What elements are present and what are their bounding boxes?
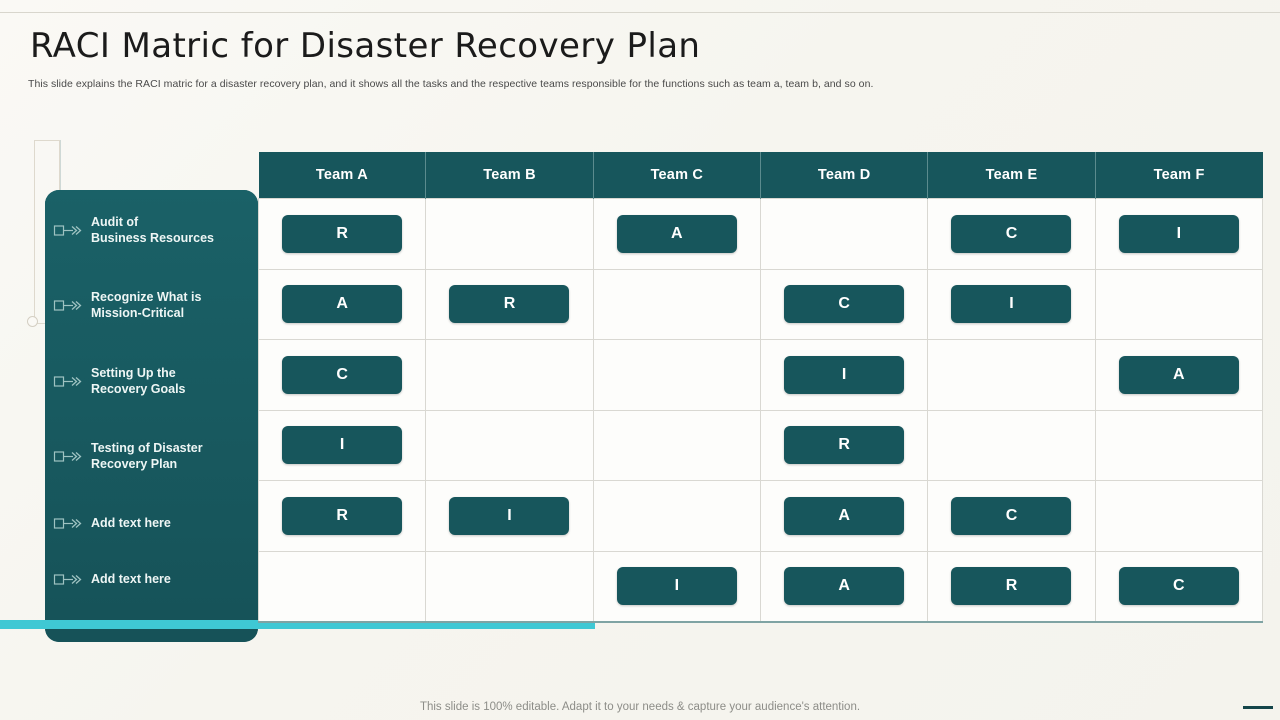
matrix-column-header-5: Team E <box>927 152 1096 199</box>
matrix-column-header-3: Team C <box>592 152 761 199</box>
matrix-cell-r4c4[interactable]: R <box>759 409 929 481</box>
sidebar-item-4[interactable]: Testing of Disaster Recovery Plan <box>53 440 258 472</box>
sidebar-item-2[interactable]: Recognize What is Mission-Critical <box>53 289 258 321</box>
cyan-accent-bar <box>0 620 595 629</box>
matrix-cell-r6c1[interactable] <box>257 550 427 623</box>
matrix-cell-r4c5[interactable] <box>927 409 1096 481</box>
matrix-cell-r6c5[interactable]: R <box>927 550 1096 623</box>
matrix-cell-r2c1[interactable]: A <box>257 268 427 340</box>
matrix-cell-r3c5[interactable] <box>927 339 1096 411</box>
raci-badge: A <box>784 496 905 535</box>
matrix-cell-r6c2[interactable] <box>425 550 594 623</box>
sidebar-item-label: Add text here <box>91 572 171 586</box>
sidebar-item-5[interactable]: Add text here <box>53 515 258 531</box>
raci-badge: R <box>784 426 905 465</box>
square-arrow-icon <box>53 373 85 389</box>
raci-badge: A <box>1118 355 1239 394</box>
raci-badge: R <box>282 214 403 253</box>
matrix-cell-r5c3[interactable] <box>592 480 761 552</box>
raci-badge: A <box>616 214 737 253</box>
sidebar-item-label: Testing of Disaster Recovery Plan <box>91 441 203 471</box>
page-title: RACI Matric for Disaster Recovery Plan <box>30 26 701 66</box>
square-arrow-icon <box>53 571 85 587</box>
matrix-column-header-1: Team A <box>258 152 427 199</box>
matrix-cell-r4c1[interactable]: I <box>257 409 427 481</box>
matrix-cell-r1c1[interactable]: R <box>257 198 427 270</box>
matrix-cell-r5c1[interactable]: R <box>257 480 427 552</box>
square-arrow-icon <box>53 515 85 531</box>
decorative-dot <box>27 316 38 327</box>
raci-badge: R <box>951 567 1072 606</box>
raci-badge: A <box>784 567 905 606</box>
matrix-cell-r2c4[interactable]: C <box>759 268 929 340</box>
raci-badge: I <box>951 285 1072 324</box>
matrix-cell-r5c4[interactable]: A <box>759 480 929 552</box>
raci-badge: I <box>282 426 403 465</box>
matrix-cell-r6c3[interactable]: I <box>592 550 761 623</box>
raci-badge: C <box>951 496 1072 535</box>
matrix-cell-r6c4[interactable]: A <box>759 550 929 623</box>
sidebar-item-6[interactable]: Add text here <box>53 571 258 587</box>
raci-badge: A <box>282 285 403 324</box>
square-arrow-icon <box>53 222 85 238</box>
matrix-column-header-6: Team F <box>1094 152 1263 199</box>
sidebar-item-label: Audit of Business Resources <box>91 215 214 245</box>
raci-badge: C <box>951 214 1072 253</box>
matrix-cell-r6c6[interactable]: C <box>1094 550 1264 623</box>
raci-badge: I <box>1118 214 1239 253</box>
matrix-cell-r1c6[interactable]: I <box>1094 198 1264 270</box>
matrix-cell-r4c3[interactable] <box>592 409 761 481</box>
raci-badge: I <box>616 567 737 606</box>
sidebar-item-3[interactable]: Setting Up the Recovery Goals <box>53 365 258 397</box>
raci-badge: I <box>449 496 570 535</box>
square-arrow-icon <box>53 448 85 464</box>
matrix-cell-r2c3[interactable] <box>592 268 761 340</box>
raci-badge: C <box>282 355 403 394</box>
sidebar-item-label: Setting Up the Recovery Goals <box>91 366 186 396</box>
raci-badge: I <box>784 355 905 394</box>
raci-badge: R <box>282 496 403 535</box>
corner-tick-mark <box>1243 706 1273 709</box>
square-arrow-icon <box>53 297 85 313</box>
page-subtitle: This slide explains the RACI matric for … <box>28 78 874 90</box>
matrix-cell-r1c3[interactable]: A <box>592 198 761 270</box>
sidebar-item-label: Add text here <box>91 516 171 530</box>
matrix-cell-r5c6[interactable] <box>1094 480 1264 552</box>
matrix-cell-r4c6[interactable] <box>1094 409 1264 481</box>
matrix-cell-r3c3[interactable] <box>592 339 761 411</box>
raci-badge: R <box>449 285 570 324</box>
matrix-cell-r3c4[interactable]: I <box>759 339 929 411</box>
matrix-cell-r5c2[interactable]: I <box>425 480 594 552</box>
matrix-cell-r3c1[interactable]: C <box>257 339 427 411</box>
top-divider-rule <box>0 12 1280 13</box>
raci-badge: C <box>1118 567 1239 606</box>
matrix-cell-r1c4[interactable] <box>759 198 929 270</box>
sidebar-item-1[interactable]: Audit of Business Resources <box>53 214 258 246</box>
matrix-cell-r1c2[interactable] <box>425 198 594 270</box>
matrix-column-header-4: Team D <box>759 152 929 199</box>
footer-note: This slide is 100% editable. Adapt it to… <box>419 701 861 713</box>
matrix-cell-r2c6[interactable] <box>1094 268 1264 340</box>
matrix-cell-r3c2[interactable] <box>425 339 594 411</box>
matrix-cell-r3c6[interactable]: A <box>1094 339 1264 411</box>
sidebar-item-label: Recognize What is Mission-Critical <box>91 290 202 320</box>
matrix-cell-r2c5[interactable]: I <box>927 268 1096 340</box>
task-sidebar-background <box>45 190 258 642</box>
matrix-cell-r1c5[interactable]: C <box>927 198 1096 270</box>
matrix-column-header-2: Team B <box>425 152 594 199</box>
matrix-cell-r4c2[interactable] <box>425 409 594 481</box>
raci-badge: C <box>784 285 905 324</box>
matrix-cell-r2c2[interactable]: R <box>425 268 594 340</box>
matrix-cell-r5c5[interactable]: C <box>927 480 1096 552</box>
